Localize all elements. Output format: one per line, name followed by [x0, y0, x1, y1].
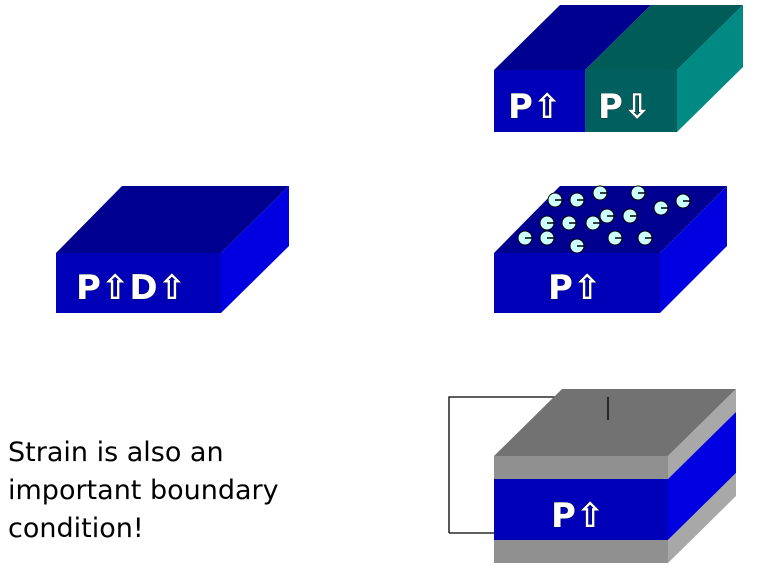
charge-dot — [607, 230, 623, 246]
block-front — [494, 253, 660, 313]
top-electrode-front — [494, 456, 668, 479]
charge-dot — [637, 230, 653, 246]
polarization-down-label: P⇩ — [598, 87, 651, 127]
charge-dot — [539, 230, 555, 246]
domain-wall-block: P⇧ P⇩ — [494, 5, 743, 132]
caption-line: Strain is also an — [8, 437, 224, 468]
polarization-up-label: P⇧ — [551, 496, 604, 536]
ferroelectric-front — [494, 479, 668, 540]
charge-dot — [653, 200, 669, 216]
blue-domain-top — [494, 5, 651, 70]
caption-line: condition! — [8, 513, 144, 544]
charge-dot — [561, 215, 577, 231]
polarization-displacement-block: P⇧D⇧ — [56, 186, 289, 313]
charge-dot — [547, 192, 563, 208]
charge-dot — [630, 185, 646, 201]
ferroelectric-side — [668, 412, 736, 540]
blue-domain-front — [494, 70, 585, 132]
block-side — [660, 186, 727, 313]
charge-dot — [539, 215, 555, 231]
polarization-up-label: P⇧ — [508, 87, 561, 127]
polarization-up-label: P⇧ — [548, 268, 601, 308]
charge-dot — [569, 192, 585, 208]
charge-dot — [592, 185, 608, 201]
bottom-electrode-side — [668, 473, 736, 563]
teal-domain-front — [585, 70, 677, 132]
surface-charges — [517, 185, 691, 254]
top-electrode-top — [494, 389, 736, 456]
block-side — [221, 186, 289, 313]
charge-dot — [675, 193, 691, 209]
caption-text: Strain is also an important boundary con… — [8, 434, 279, 548]
surface-charge-block: P⇧ — [494, 185, 727, 313]
teal-domain-top — [585, 5, 743, 70]
caption-line: important boundary — [8, 475, 279, 506]
bottom-electrode-front — [494, 540, 668, 563]
electroded-block: P⇧ — [448, 389, 736, 563]
charge-dot — [517, 230, 533, 246]
block-top — [56, 186, 289, 253]
charge-dot — [569, 238, 585, 254]
top-electrode-side — [668, 389, 736, 479]
block-front — [56, 253, 221, 313]
polarization-displacement-label: P⇧D⇧ — [76, 268, 186, 308]
charge-dot — [622, 208, 638, 224]
teal-domain-side — [677, 5, 743, 132]
charge-dot — [599, 208, 615, 224]
charge-dot — [585, 215, 601, 231]
